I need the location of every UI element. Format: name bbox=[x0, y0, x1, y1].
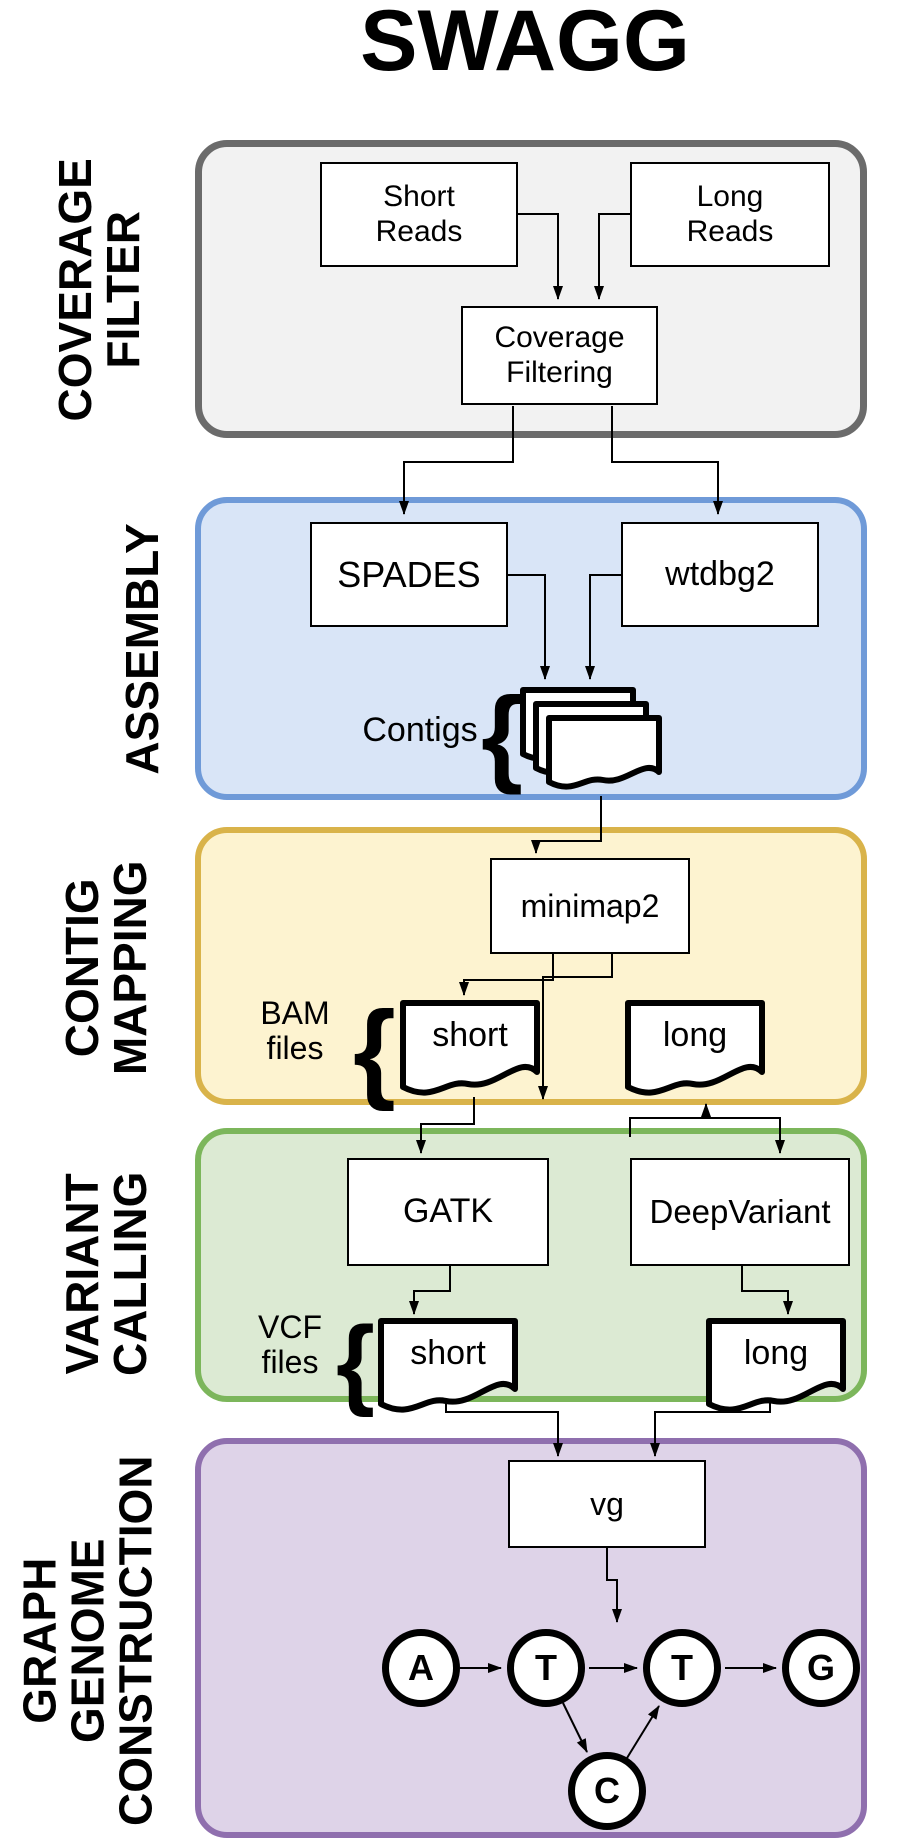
bam-long-label: long bbox=[662, 1016, 728, 1054]
node-minimap2: minimap2 bbox=[490, 858, 690, 954]
vcf-brace: { bbox=[336, 1306, 375, 1418]
bam-files-label: BAM files bbox=[260, 995, 330, 1067]
vcf-long-label: long bbox=[743, 1334, 809, 1372]
graph-node-a: A bbox=[382, 1629, 460, 1707]
bam-short-label: short bbox=[432, 1016, 508, 1054]
page-title: SWAGG bbox=[360, 0, 690, 89]
contigs-label: Contigs bbox=[362, 711, 478, 749]
node-spades: SPADES bbox=[310, 522, 508, 627]
node-coverage-filtering: Coverage Filtering bbox=[461, 306, 658, 405]
graph-node-c: C bbox=[568, 1752, 646, 1830]
graph-node-t1: T bbox=[507, 1629, 585, 1707]
label-coverage-filter: COVERAGE FILTER bbox=[49, 158, 149, 422]
node-deepvariant: DeepVariant bbox=[630, 1158, 850, 1266]
node-wtdbg2: wtdbg2 bbox=[621, 522, 819, 627]
label-graph-genome-construction: GRAPH GENOME CONSTRUCTION bbox=[13, 1455, 161, 1827]
node-vg: vg bbox=[508, 1460, 706, 1548]
contigs-brace: { bbox=[481, 674, 524, 795]
label-variant-calling: VARIANT CALLING bbox=[56, 1171, 156, 1377]
node-gatk: GATK bbox=[347, 1158, 549, 1266]
node-short-reads: Short Reads bbox=[320, 162, 518, 267]
bam-brace: { bbox=[353, 989, 396, 1112]
vcf-short-label: short bbox=[410, 1334, 486, 1372]
vcf-files-label: VCF files bbox=[258, 1309, 322, 1381]
graph-node-t2: T bbox=[643, 1629, 721, 1707]
node-long-reads: Long Reads bbox=[630, 162, 830, 267]
graph-node-g: G bbox=[782, 1629, 860, 1707]
